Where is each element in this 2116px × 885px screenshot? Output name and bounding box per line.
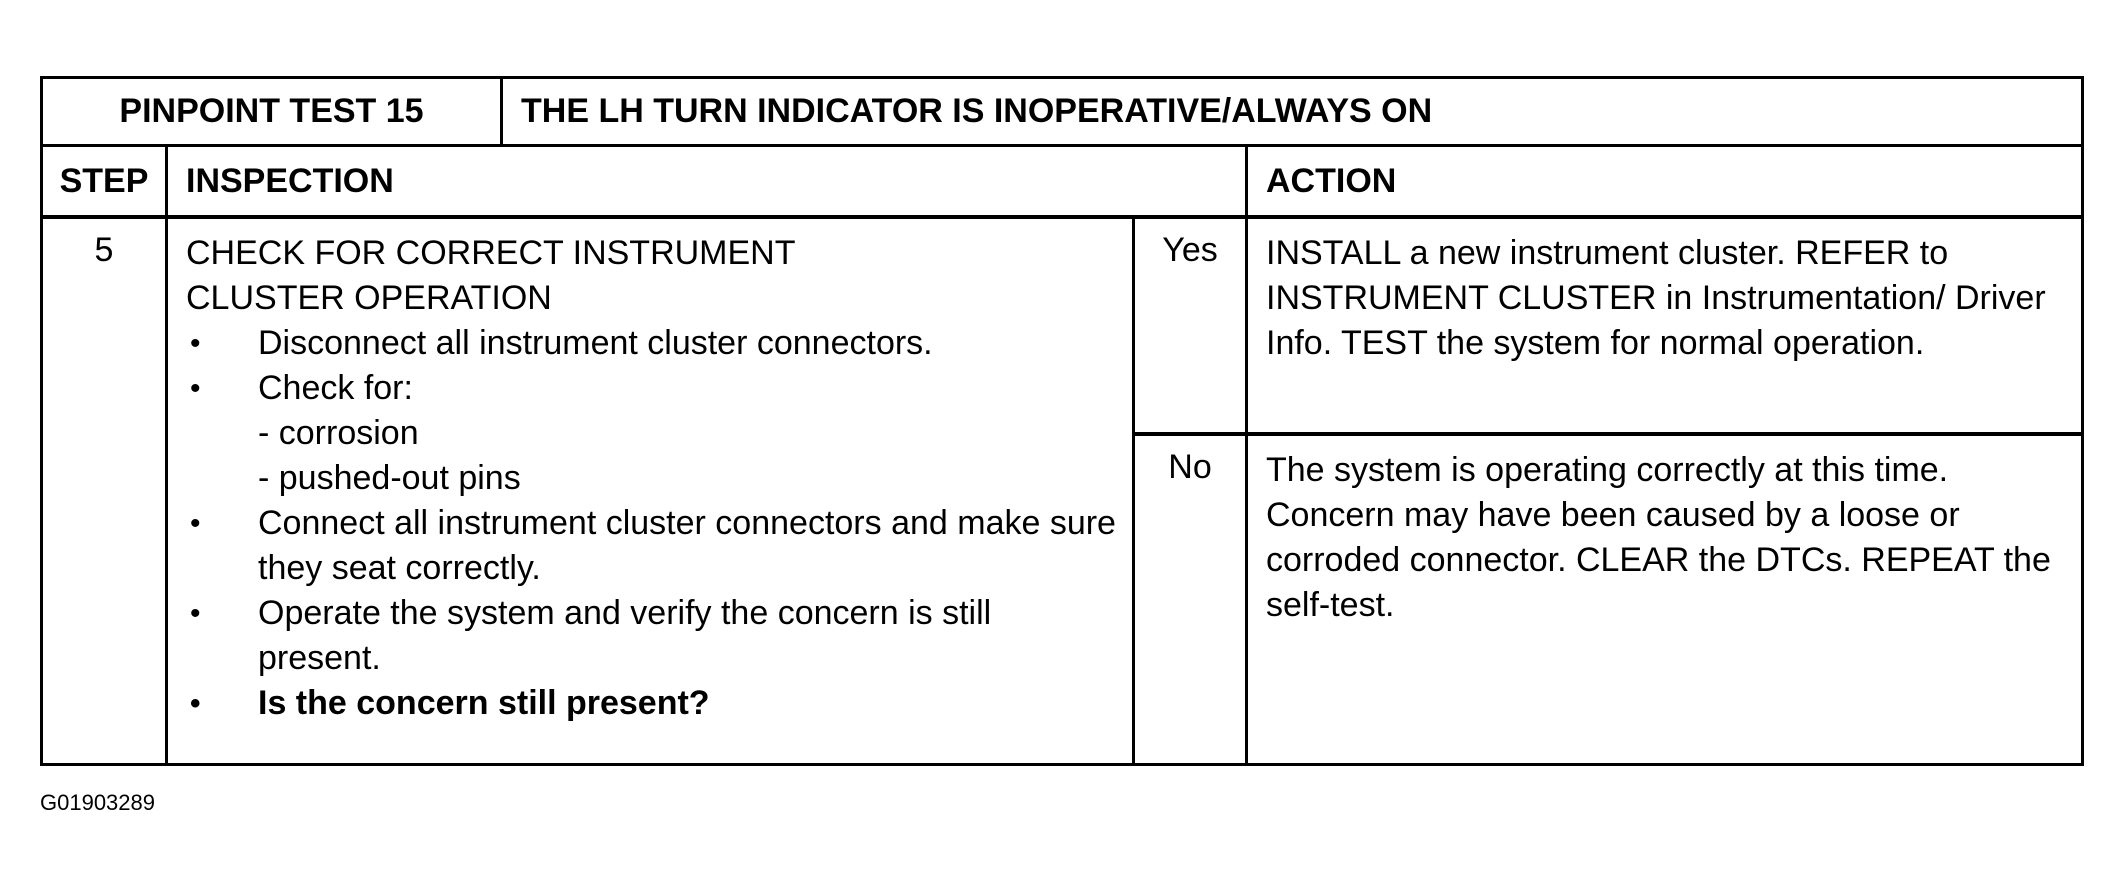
inspection-title-line-2: CLUSTER OPERATION	[186, 279, 552, 317]
inspection-cell: CHECK FOR CORRECT INSTRUMENT CLUSTER OPE…	[168, 219, 1135, 763]
list-item-text: Operate the system and verify the concer…	[258, 594, 992, 677]
question-item: • Is the concern still present?	[186, 681, 1118, 726]
list-item: • Disconnect all instrument cluster conn…	[186, 321, 1118, 366]
yes-label: Yes	[1135, 219, 1245, 436]
pinpoint-test-title: THE LH TURN INDICATOR IS INOPERATIVE/ALW…	[521, 92, 1433, 130]
figure-id: G01903289	[40, 790, 155, 815]
sub-list-item: - corrosion	[258, 414, 419, 452]
no-action-text: The system is operating correctly at thi…	[1266, 451, 2051, 624]
list-item: • Connect all instrument cluster connect…	[186, 501, 1118, 591]
list-item: • Check for:	[186, 366, 1118, 411]
bullet-icon: •	[190, 327, 201, 360]
action-column-header: ACTION	[1266, 161, 1397, 200]
bullet-icon: •	[190, 372, 201, 405]
bullet-icon: •	[190, 597, 201, 630]
step-number-cell: 5	[43, 219, 168, 763]
no-label: No	[1168, 448, 1212, 486]
inspection-column-header: INSPECTION	[168, 147, 1248, 215]
column-header-row: STEP INSPECTION ACTION	[43, 147, 2081, 219]
yes-action-text: INSTALL a new instrument cluster. REFER …	[1248, 219, 2081, 436]
inspection-steps-list: • Disconnect all instrument cluster conn…	[186, 321, 1118, 726]
sub-list-item: - pushed-out pins	[258, 459, 521, 497]
step-column-header: STEP	[43, 147, 168, 215]
pinpoint-test-label: PINPOINT TEST 15	[43, 79, 503, 144]
bullet-icon: •	[190, 687, 201, 720]
list-item-text: Check for:	[258, 369, 413, 407]
question-text: Is the concern still present?	[258, 684, 710, 722]
list-item-text: Connect all instrument cluster connector…	[258, 504, 1116, 587]
pinpoint-test-table: PINPOINT TEST 15 THE LH TURN INDICATOR I…	[40, 76, 2084, 766]
answer-column: Yes No	[1135, 219, 1248, 763]
pinpoint-header-row: PINPOINT TEST 15 THE LH TURN INDICATOR I…	[43, 79, 2081, 147]
list-item: • Operate the system and verify the conc…	[186, 591, 1118, 681]
action-column: INSTALL a new instrument cluster. REFER …	[1248, 219, 2081, 763]
inspection-title-line-1: CHECK FOR CORRECT INSTRUMENT	[186, 234, 796, 272]
list-item-text: Disconnect all instrument cluster connec…	[258, 324, 933, 362]
bullet-icon: •	[190, 507, 201, 540]
